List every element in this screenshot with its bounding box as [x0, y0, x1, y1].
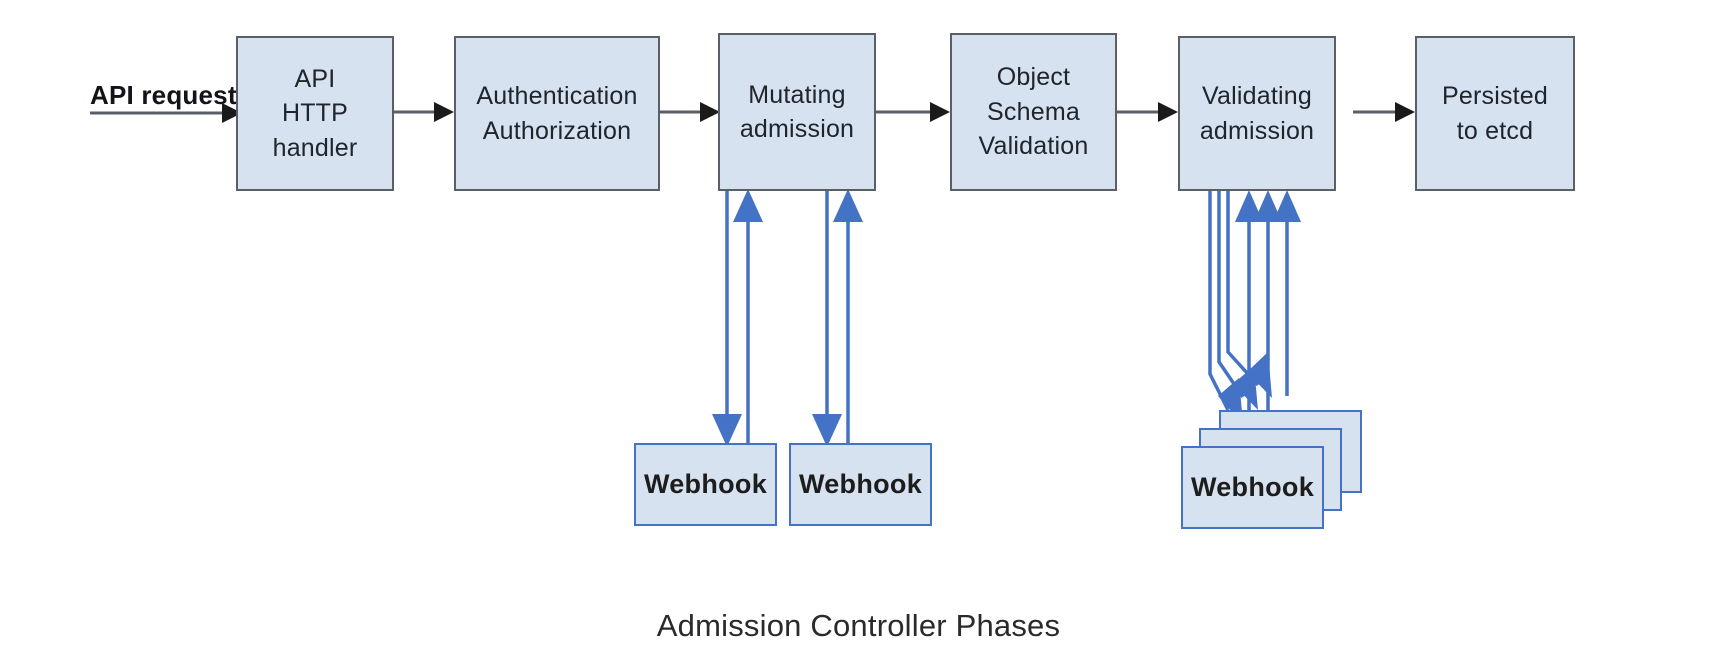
phase-label: Persisted to etcd	[1441, 82, 1548, 145]
phase-label: Object Schema Validation	[978, 63, 1089, 161]
phase-label: Mutating admission	[739, 80, 855, 144]
phase-label: API HTTP handler	[272, 64, 358, 162]
flow-arrow-5	[1353, 102, 1415, 122]
phase-box-validating-admission[interactable]: Validating admission	[1178, 36, 1336, 191]
webhook-label: Webhook	[1190, 472, 1315, 502]
flow-arrow-2	[660, 102, 720, 122]
mutating-webhook-1-down-arrow	[712, 191, 742, 447]
flow-arrow-4	[1117, 102, 1178, 122]
phase-label: Authentication Authorization	[476, 82, 638, 145]
webhook-label: Webhook	[643, 469, 768, 499]
api-request-label: API request	[90, 80, 237, 110]
validating-webhook-up-arrow-1	[1235, 190, 1263, 430]
validating-webhook-down-arrow-3	[1226, 191, 1272, 398]
phase-box-api-http-handler[interactable]: API HTTP handler	[236, 36, 394, 191]
validating-webhook-down-arrow-2	[1217, 191, 1258, 410]
flow-arrow-3	[876, 102, 950, 122]
phase-box-authentication[interactable]: Authentication Authorization	[454, 36, 660, 191]
validating-webhook-up-arrow-3	[1273, 190, 1301, 396]
phase-box-object-schema-validation[interactable]: Object Schema Validation	[950, 33, 1117, 191]
validating-webhook-down-arrow-1	[1208, 191, 1243, 424]
diagram-caption: Admission Controller Phases	[656, 608, 1061, 643]
mutating-webhook-2-up-arrow	[833, 189, 863, 445]
validating-webhook-up-arrow-2	[1254, 190, 1282, 412]
webhook-box-mutating-1[interactable]: Webhook	[634, 443, 777, 526]
phase-box-persisted-to-etcd[interactable]: Persisted to etcd	[1415, 36, 1575, 191]
flow-arrow-1	[394, 102, 454, 122]
webhook-box-mutating-2[interactable]: Webhook	[789, 443, 932, 526]
phase-label: Validating admission	[1199, 82, 1315, 145]
webhook-box-validating-1[interactable]: Webhook	[1181, 446, 1324, 529]
mutating-webhook-2-down-arrow	[812, 191, 842, 447]
mutating-webhook-1-up-arrow	[733, 189, 763, 445]
phase-box-mutating-admission[interactable]: Mutating admission	[718, 33, 876, 191]
webhook-label: Webhook	[798, 469, 923, 499]
